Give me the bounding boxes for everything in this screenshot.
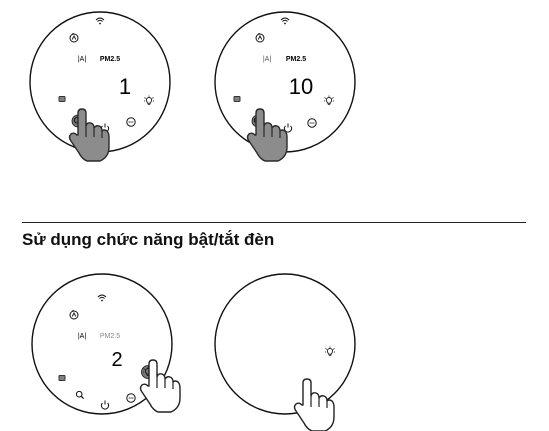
section-heading: Sử dụng chức năng bật/tắt đèn (22, 230, 275, 249)
panel-2: |A| PM2.5 10 (214, 11, 356, 162)
mode-label: |A| (78, 333, 86, 340)
section-divider (22, 222, 526, 223)
pm-display-value: 10 (289, 74, 313, 99)
panel-4-ring (214, 273, 356, 415)
panel-3-ring (31, 273, 173, 415)
panel-3: |A| PM2.5 2 (31, 273, 181, 415)
pm-label: PM2.5 (286, 56, 306, 63)
pm-label: PM2.5 (100, 56, 120, 63)
mode-label: |A| (78, 56, 86, 63)
pm-display-value: 1 (119, 74, 131, 99)
pm-label: PM2.5 (100, 333, 120, 340)
panel-4 (214, 273, 356, 431)
mode-label: |A| (263, 56, 271, 63)
panel-1: |A| PM2.5 1 (29, 11, 171, 162)
pm-display-value: 2 (111, 349, 122, 371)
filter-icon (233, 95, 241, 103)
filter-icon (58, 95, 66, 103)
filter-icon (58, 374, 66, 382)
